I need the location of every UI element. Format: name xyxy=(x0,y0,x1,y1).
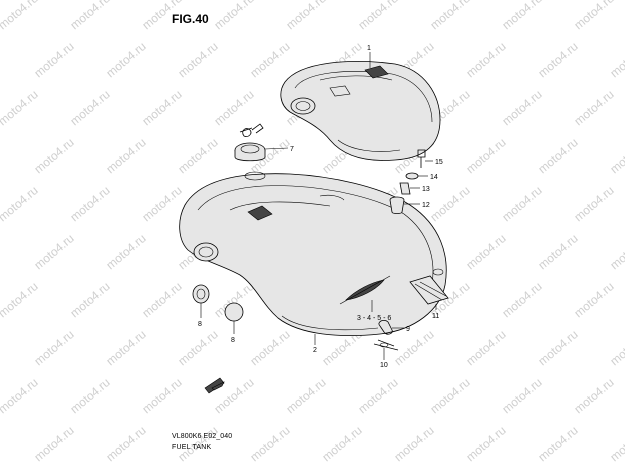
watermark-text: moto4.ru xyxy=(31,231,76,272)
watermark-text: moto4.ru xyxy=(355,0,400,32)
watermark-text: moto4.ru xyxy=(391,423,436,464)
watermark-text: moto4.ru xyxy=(283,375,328,416)
callout-1: 1 xyxy=(367,45,371,52)
callout-9: 9 xyxy=(406,326,410,333)
part-7-fuel-cap xyxy=(234,123,266,162)
watermark-text: moto4.ru xyxy=(607,135,625,176)
watermark-text: moto4.ru xyxy=(211,0,256,32)
watermark-text: moto4.ru xyxy=(607,423,625,464)
watermark-text: moto4.ru xyxy=(67,279,112,320)
watermark-text: moto4.ru xyxy=(67,183,112,224)
watermark-text: moto4.ru xyxy=(571,87,616,128)
watermark-text: moto4.ru xyxy=(607,327,625,368)
watermark-text: moto4.ru xyxy=(463,135,508,176)
watermark-text: moto4.ru xyxy=(103,231,148,272)
part-1-tank-cover xyxy=(280,61,441,161)
watermark-text: moto4.ru xyxy=(535,327,580,368)
watermark-text: moto4.ru xyxy=(103,327,148,368)
watermark-text: moto4.ru xyxy=(319,423,364,464)
watermark-text: moto4.ru xyxy=(499,279,544,320)
callout-15: 15 xyxy=(435,159,443,166)
watermark-text: moto4.ru xyxy=(139,183,184,224)
leader-lines xyxy=(200,52,437,360)
callout-labels: 1 7 2 3 - 4 - 5 - 6 8 8 9 10 11 12 13 14… xyxy=(198,45,443,369)
callout-2: 2 xyxy=(313,347,317,354)
callout-7: 7 xyxy=(290,146,294,153)
watermark-text: moto4.ru xyxy=(67,375,112,416)
figure-caption: FUEL TANK xyxy=(172,444,212,451)
callout-8b: 8 xyxy=(231,337,235,344)
watermark-text: moto4.ru xyxy=(0,87,41,128)
watermark-text: moto4.ru xyxy=(103,423,148,464)
watermark-text: moto4.ru xyxy=(463,327,508,368)
callout-14: 14 xyxy=(430,174,438,181)
watermark-text: moto4.ru xyxy=(211,87,256,128)
part-3-6-emblem xyxy=(339,275,391,305)
watermark-text: moto4.ru xyxy=(139,0,184,32)
watermark-text: moto4.ru xyxy=(31,327,76,368)
watermark-text: moto4.ru xyxy=(391,327,436,368)
watermark-text: moto4.ru xyxy=(607,231,625,272)
callout-3-6: 3 - 4 - 5 - 6 xyxy=(357,315,391,322)
watermark-text: moto4.ru xyxy=(463,423,508,464)
watermark-text: moto4.ru xyxy=(139,375,184,416)
watermark-text: moto4.ru xyxy=(0,0,41,32)
watermark-text: moto4.ru xyxy=(463,231,508,272)
watermark-text: moto4.ru xyxy=(247,327,292,368)
watermark-text: moto4.ru xyxy=(427,183,472,224)
watermark-text: moto4.ru xyxy=(67,0,112,32)
watermark-text: moto4.ru xyxy=(535,423,580,464)
watermark-text: moto4.ru xyxy=(535,231,580,272)
watermark-text: moto4.ru xyxy=(67,87,112,128)
watermark-text: moto4.ru xyxy=(571,279,616,320)
watermark-text: moto4.ru xyxy=(499,183,544,224)
watermark-text: moto4.ru xyxy=(535,39,580,80)
figure-title: FIG.40 xyxy=(172,12,209,26)
watermark-text: moto4.ru xyxy=(0,279,41,320)
front-arrow-icon xyxy=(204,377,225,394)
watermark-text: moto4.ru xyxy=(571,183,616,224)
part-12-15-fasteners xyxy=(389,149,426,214)
watermark-text: moto4.ru xyxy=(607,39,625,80)
part-9-10-clamp-band xyxy=(373,319,399,351)
watermark-text: moto4.ru xyxy=(463,39,508,80)
part-8-grommets xyxy=(192,284,244,322)
watermark-text: moto4.ru xyxy=(31,39,76,80)
callout-10: 10 xyxy=(380,362,388,369)
watermark-text: moto4.ru xyxy=(571,0,616,32)
watermark-text: moto4.ru xyxy=(247,39,292,80)
watermark-text: moto4.ru xyxy=(175,39,220,80)
watermark-text: moto4.ru xyxy=(499,375,544,416)
part-2-fuel-tank xyxy=(179,171,447,336)
watermark-text: moto4.ru xyxy=(427,0,472,32)
watermark-text: moto4.ru xyxy=(427,375,472,416)
model-code: VL800K6 E02_040 xyxy=(172,433,233,440)
watermark-text: moto4.ru xyxy=(571,375,616,416)
watermark-text: moto4.ru xyxy=(355,375,400,416)
watermark-text: moto4.ru xyxy=(0,183,41,224)
watermark-text: moto4.ru xyxy=(103,39,148,80)
callout-12: 12 xyxy=(422,202,430,209)
watermark-text: moto4.ru xyxy=(499,87,544,128)
watermark-text: moto4.ru xyxy=(139,87,184,128)
watermark-text: moto4.ru xyxy=(283,0,328,32)
watermark-text: moto4.ru xyxy=(499,0,544,32)
callout-13: 13 xyxy=(422,186,430,193)
watermark-text: moto4.ru xyxy=(0,375,41,416)
part-11-bracket xyxy=(409,268,449,305)
watermark-text: moto4.ru xyxy=(139,279,184,320)
callout-8a: 8 xyxy=(198,321,202,328)
watermark-text: moto4.ru xyxy=(175,327,220,368)
watermark-text: moto4.ru xyxy=(31,423,76,464)
watermark-text: moto4.ru xyxy=(31,135,76,176)
watermark-text: moto4.ru xyxy=(103,135,148,176)
callout-11: 11 xyxy=(432,313,439,320)
watermark-text: moto4.ru xyxy=(535,135,580,176)
watermark-text: moto4.ru xyxy=(175,135,220,176)
watermark-text: moto4.ru xyxy=(247,423,292,464)
